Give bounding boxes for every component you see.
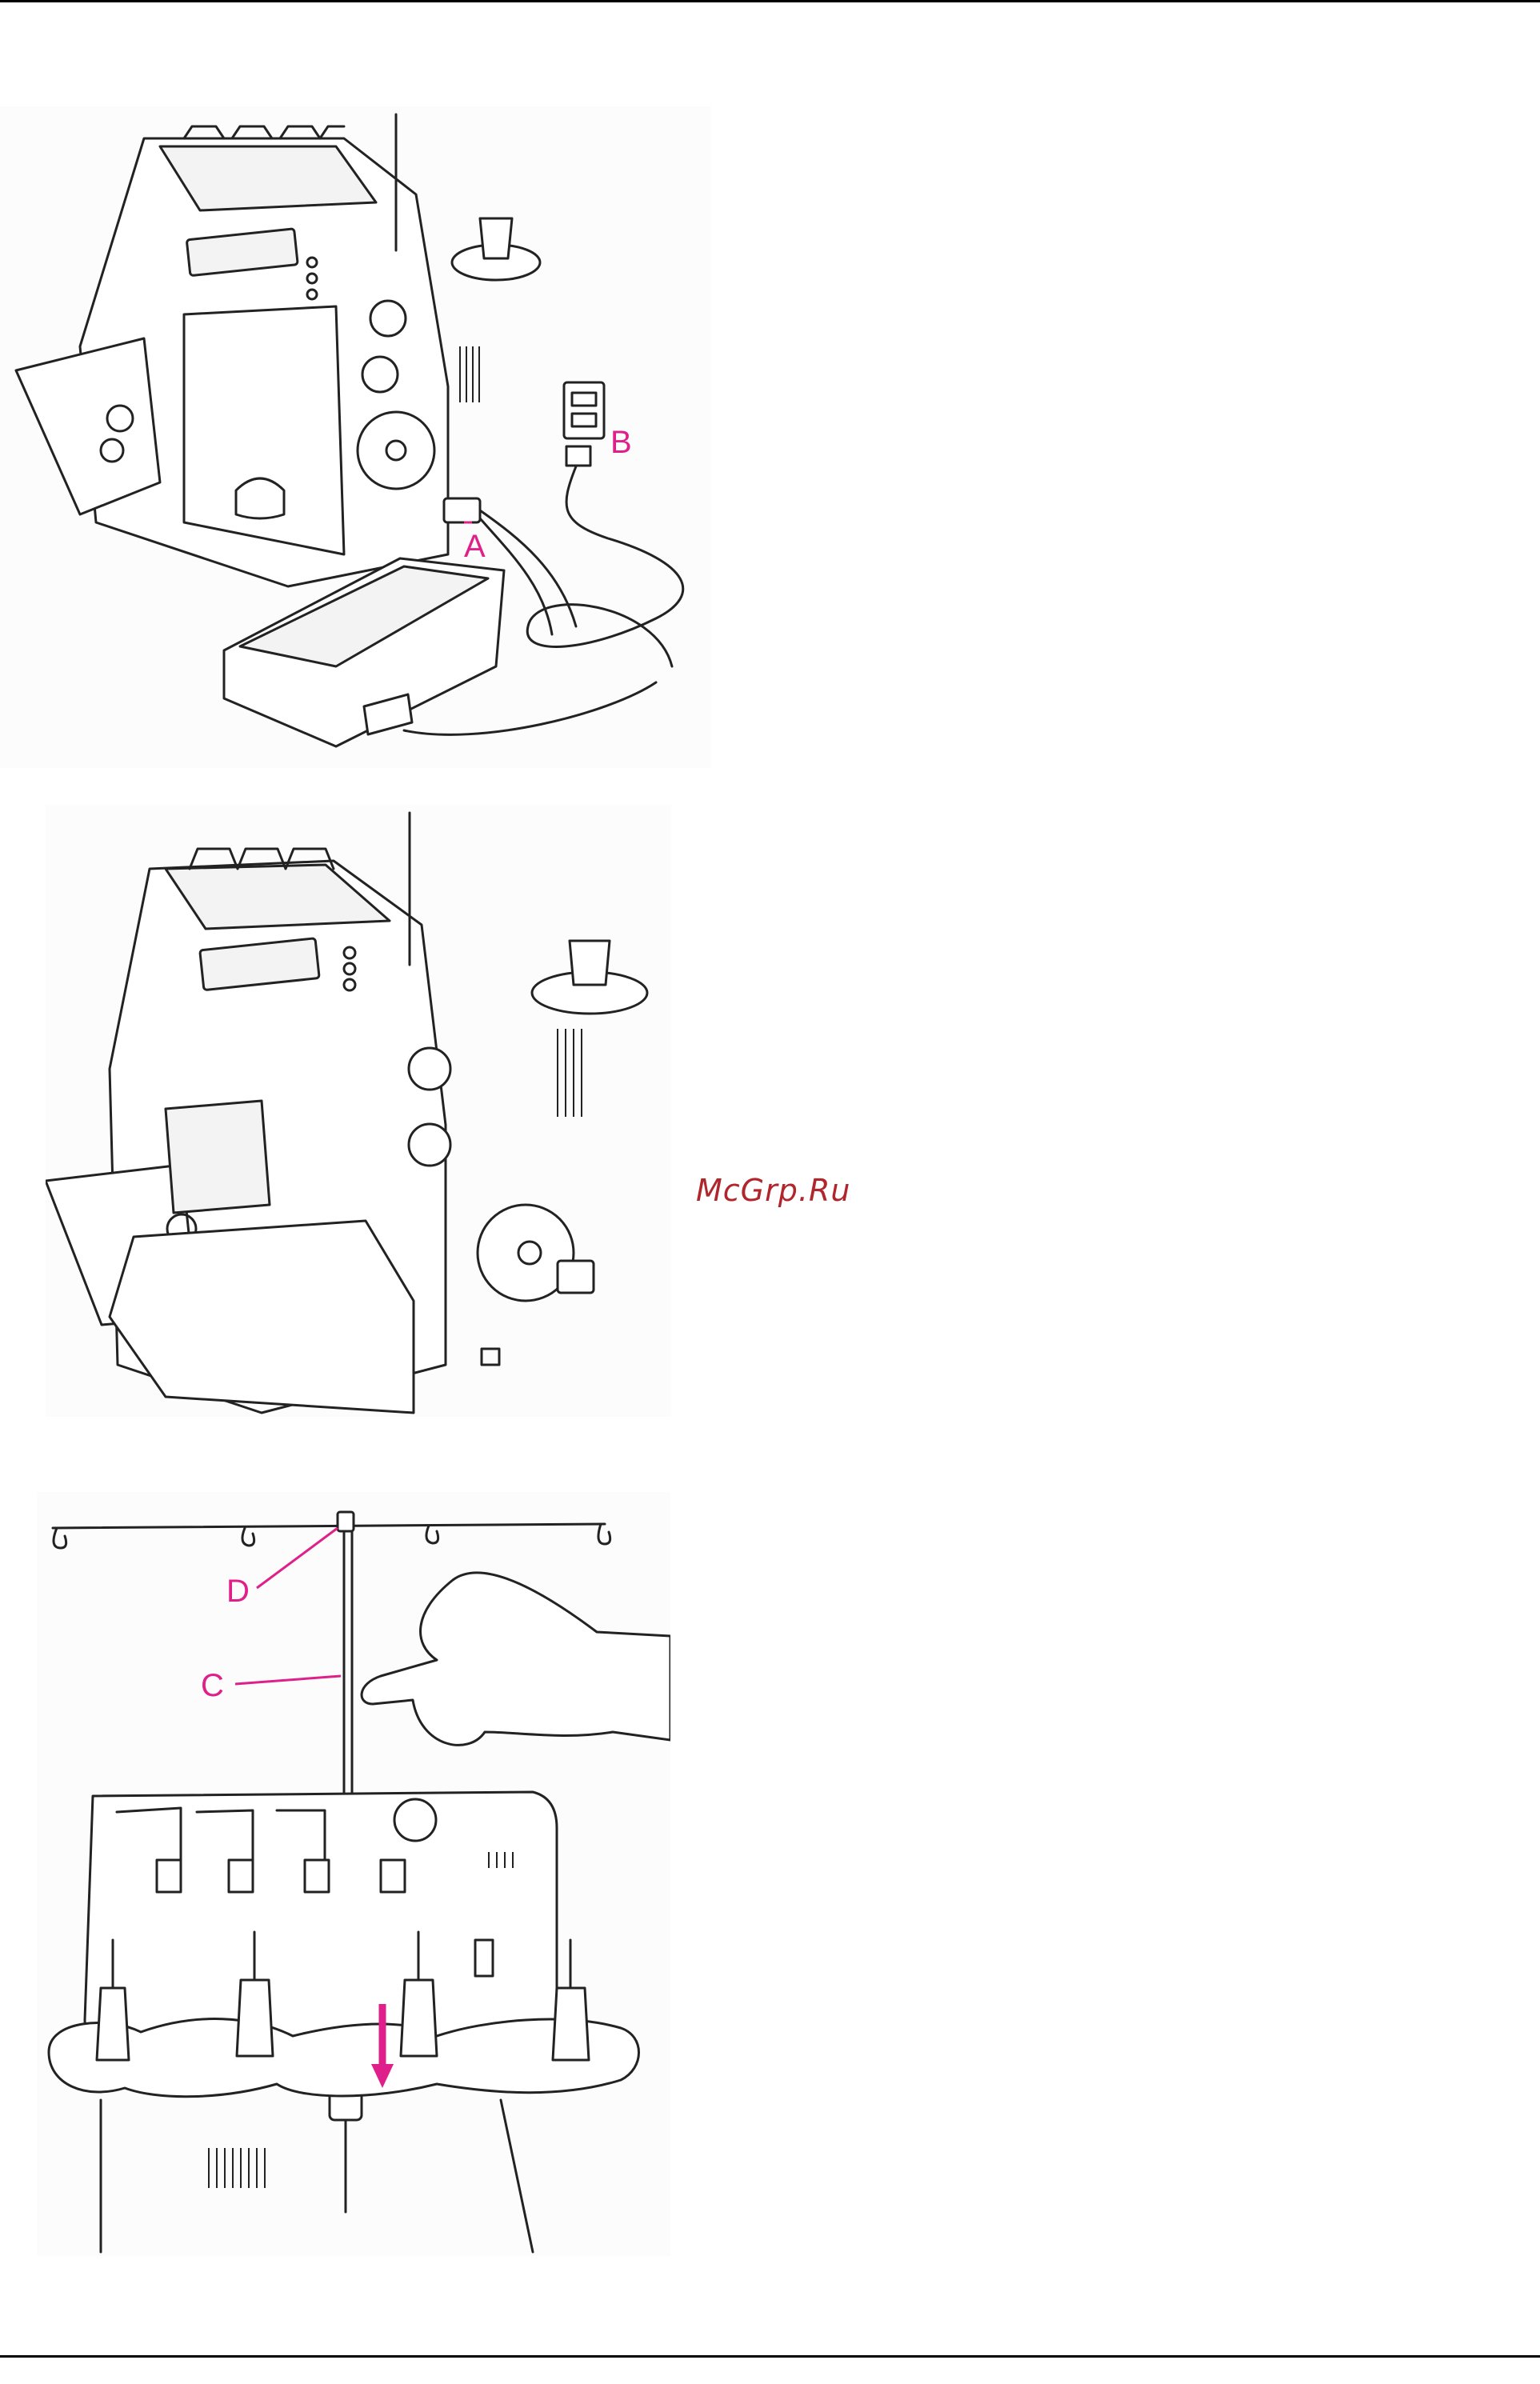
callout-d-label: D [226, 1574, 250, 1609]
figure-serger-front-view [46, 805, 671, 1417]
figure-power-connection: A B [0, 106, 711, 768]
callout-b-label: B [610, 425, 632, 460]
top-rule [0, 0, 1540, 2]
serger-with-foot-controller-illustration: A B [0, 106, 711, 768]
serger-illustration [46, 805, 671, 1417]
callout-a-label: A [464, 529, 486, 564]
callout-c-label: C [201, 1668, 224, 1703]
watermark-text: McGrp.Ru [696, 1173, 850, 1208]
bottom-rule [0, 2355, 1540, 2358]
figure-thread-stand-assembly: D C [37, 1492, 670, 2256]
thread-stand-assembly-illustration: D C [37, 1492, 670, 2256]
